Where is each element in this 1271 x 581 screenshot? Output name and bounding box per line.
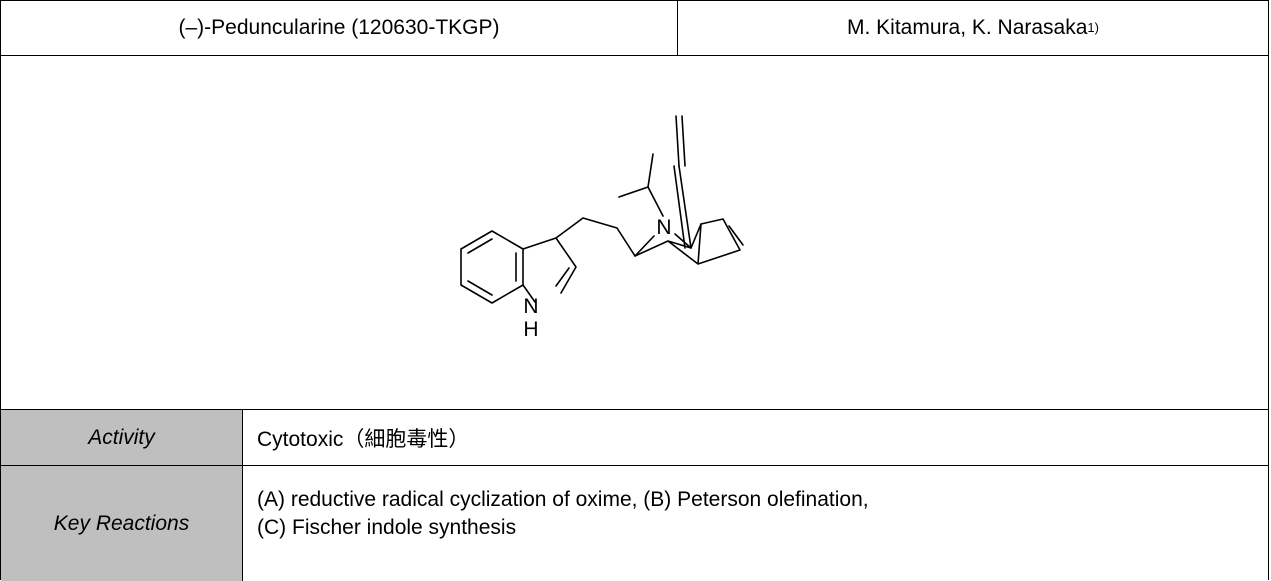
- ethyl-linker: [555, 217, 636, 257]
- compound-name: (–)-Peduncularine (120630-TKGP): [178, 16, 500, 39]
- atom-h-indole: H: [523, 318, 538, 341]
- benzene-ring: [460, 230, 524, 304]
- key-reactions-line-2: (C) Fischer indole synthesis: [257, 516, 517, 539]
- isopropyl-group: [618, 153, 664, 217]
- key-reactions-value-cell: (A) reductive radical cyclization of oxi…: [243, 466, 1268, 581]
- header-row: (–)-Peduncularine (120630-TKGP) M. Kitam…: [1, 1, 1268, 56]
- pyrrole-ring: [522, 237, 577, 303]
- ring-double-bond: [728, 225, 744, 246]
- activity-value-cell: Cytotoxic（細胞毒性）: [243, 410, 1268, 465]
- compound-name-cell: (–)-Peduncularine (120630-TKGP): [1, 1, 678, 55]
- key-reactions-row: Key Reactions (A) reductive radical cycl…: [1, 466, 1268, 581]
- atom-n-bridge: N: [656, 216, 671, 239]
- authors: M. Kitamura, K. Narasaka: [847, 16, 1088, 39]
- activity-row: Activity Cytotoxic（細胞毒性）: [1, 410, 1268, 466]
- exocyclic-methylene: [675, 115, 686, 167]
- pyrrole-double-bond: [555, 267, 570, 287]
- activity-label: Activity: [88, 425, 155, 449]
- activity-value: Cytotoxic（細胞毒性）: [257, 427, 470, 451]
- bridge-bond: [673, 165, 692, 249]
- key-reactions-line-1: (A) reductive radical cyclization of oxi…: [257, 488, 869, 511]
- key-reactions-label: Key Reactions: [53, 511, 190, 535]
- bicyclic-core: [634, 218, 741, 265]
- key-reactions-label-cell: Key Reactions: [1, 466, 243, 581]
- benzene-inner-bonds: [467, 238, 517, 296]
- activity-label-cell: Activity: [1, 410, 243, 465]
- structure-row: N N H: [1, 56, 1268, 410]
- atom-n-indole: N: [523, 295, 538, 318]
- chemical-structure: N N H: [460, 115, 744, 341]
